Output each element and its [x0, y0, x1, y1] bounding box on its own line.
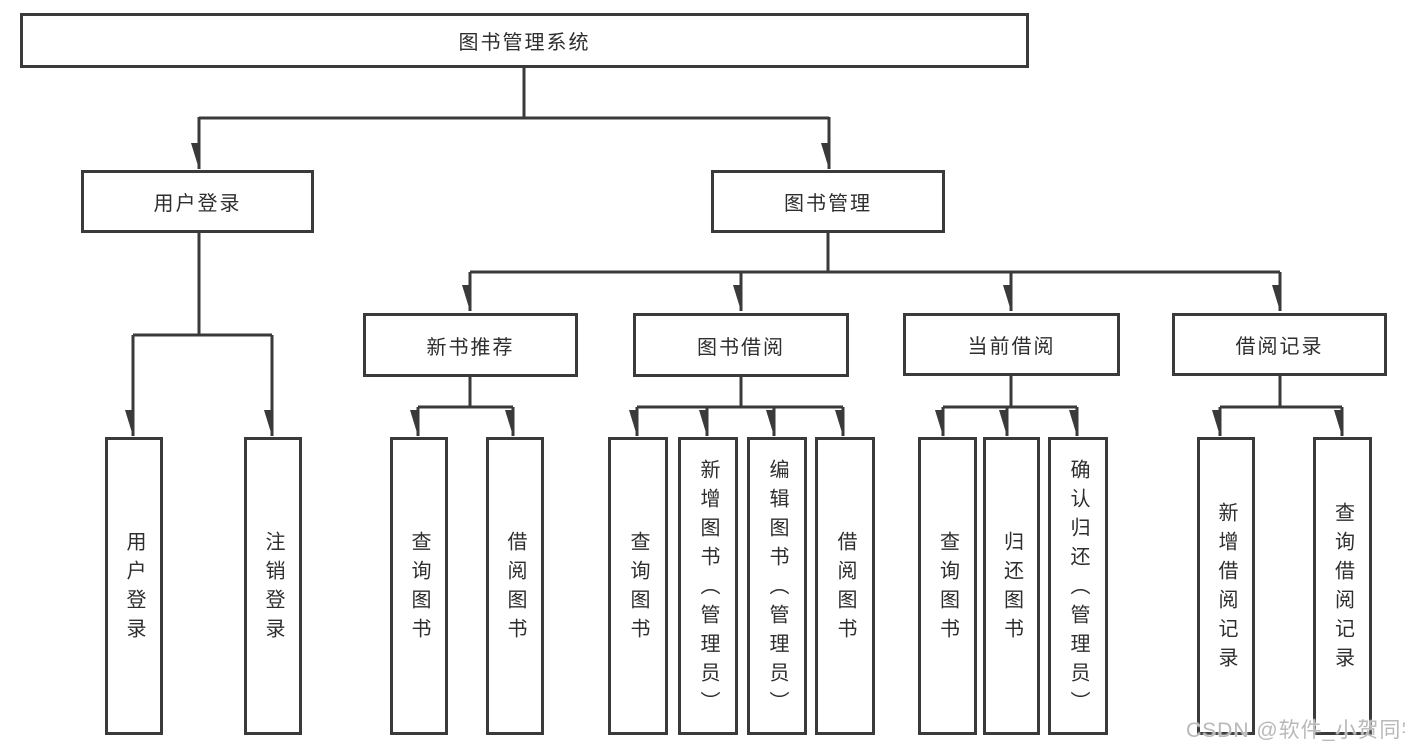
leaf-return-books: 归还图书: [983, 437, 1040, 735]
leaf-user-login: 用户登录: [105, 437, 163, 735]
node-book-management: 图书管理: [711, 170, 945, 233]
leaf-confirm-return-admin: 确认归还（管理员）: [1048, 437, 1108, 735]
connector-new-book-group: [418, 377, 513, 409]
connector-records-group: [1220, 376, 1342, 409]
leaf-borrow-books: 借阅图书: [815, 437, 875, 735]
connector-book-management-group: [470, 233, 1280, 274]
leaf-logout: 注销登录: [244, 437, 302, 735]
leaf-add-borrow-record: 新增借阅记录: [1197, 437, 1255, 735]
node-book-borrow: 图书借阅: [633, 313, 849, 377]
leaf-borrow-books-recommend: 借阅图书: [486, 437, 544, 735]
connector-current-borrow-group: [943, 376, 1077, 409]
connector-user-login-group: [133, 233, 272, 337]
leaf-query-borrow-record: 查询借阅记录: [1313, 437, 1372, 735]
node-current-borrow: 当前借阅: [903, 313, 1120, 376]
leaf-query-books-recommend: 查询图书: [390, 437, 448, 735]
leaf-add-book-admin: 新增图书（管理员）: [678, 437, 738, 735]
csdn-watermark: CSDN @软件_小贺同学: [1186, 719, 1405, 742]
node-new-book-recommend: 新书推荐: [363, 313, 578, 377]
leaf-query-books-current: 查询图书: [918, 437, 977, 735]
node-borrow-records: 借阅记录: [1172, 313, 1387, 376]
node-root-system: 图书管理系统: [20, 13, 1029, 68]
connector-root: [199, 68, 829, 120]
leaf-query-books-borrow: 查询图书: [608, 437, 668, 735]
node-user-login: 用户登录: [81, 170, 314, 233]
leaf-edit-book-admin: 编辑图书（管理员）: [747, 437, 807, 735]
connector-book-borrow-group: [637, 377, 843, 409]
